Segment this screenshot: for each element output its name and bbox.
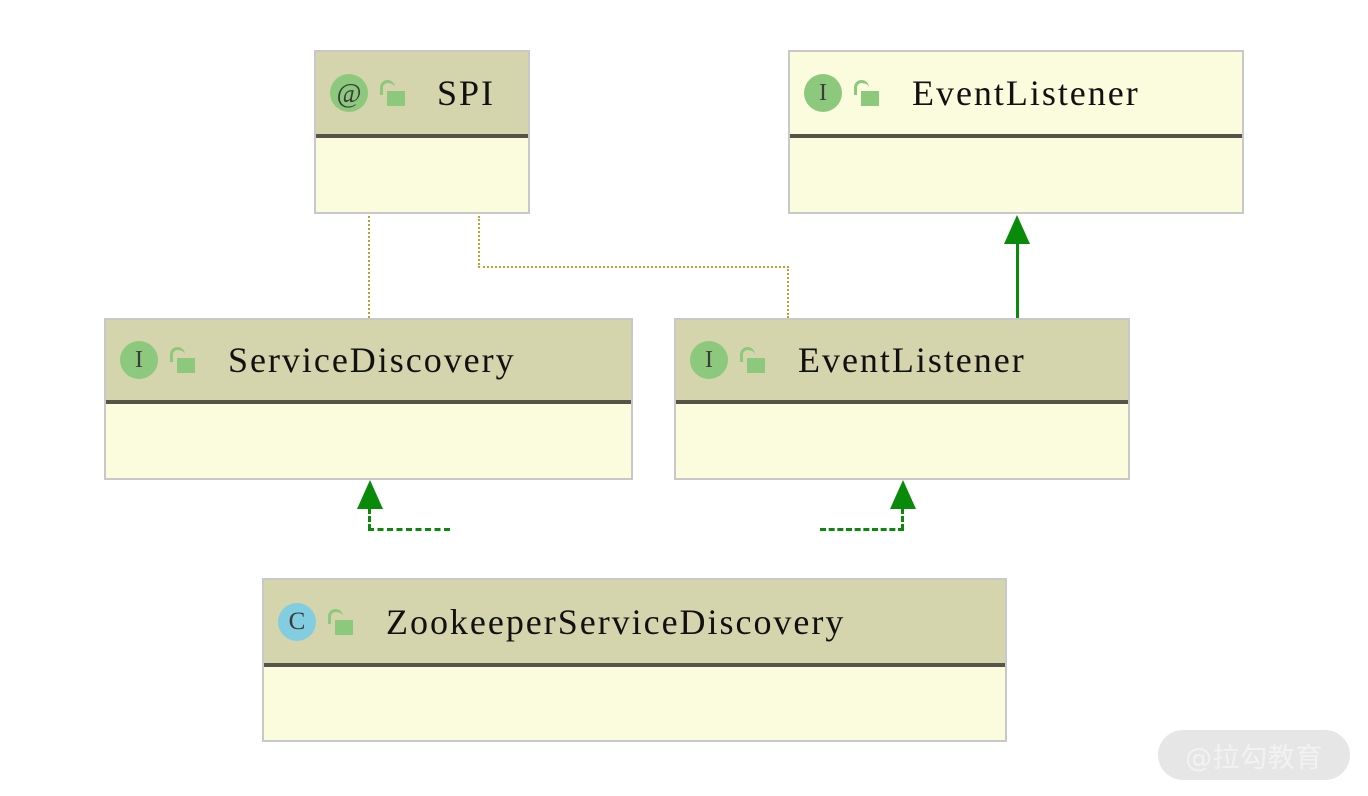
uml-node-service-discovery-title: ServiceDiscovery — [228, 340, 516, 380]
edge-zookeeper-to-service-discovery-segment-up2 — [368, 508, 371, 530]
edge-zookeeper-to-event-listener-arrowhead — [890, 480, 916, 509]
edge-spi-to-event-listener-segment-right — [478, 266, 789, 268]
uml-node-event-listener-mid-title: EventListener — [798, 340, 1026, 380]
interface-badge-icon: I — [690, 341, 728, 379]
watermark: @拉勾教育 — [1158, 730, 1350, 780]
edge-zookeeper-to-event-listener-segment-right — [820, 528, 904, 531]
edge-zookeeper-to-service-discovery-arrowhead — [357, 480, 383, 509]
uml-node-zookeeper-service-discovery-body — [264, 667, 1005, 740]
uml-node-spi-body — [316, 138, 528, 212]
edge-event-listener-generalization-arrowhead — [1004, 215, 1030, 244]
class-badge-icon: C — [278, 602, 316, 641]
uml-node-service-discovery-header: I ServiceDiscovery — [106, 320, 631, 404]
uml-node-zookeeper-service-discovery-title: ZookeeperServiceDiscovery — [386, 601, 846, 642]
edge-spi-to-event-listener-segment-down — [478, 216, 480, 268]
uml-node-zookeeper-service-discovery-header: C ZookeeperServiceDiscovery — [264, 580, 1005, 667]
uml-node-spi[interactable]: @ SPI — [314, 50, 530, 214]
edge-spi-to-event-listener-segment-down2 — [787, 266, 789, 318]
uml-node-event-listener-mid-body — [676, 404, 1128, 478]
edge-event-listener-generalization-line — [1016, 242, 1019, 318]
open-padlock-icon — [853, 80, 879, 106]
edge-spi-to-service-discovery — [368, 216, 370, 318]
uml-node-event-listener-top[interactable]: I EventListener — [788, 50, 1244, 214]
uml-node-spi-title: SPI — [437, 73, 495, 113]
open-padlock-icon — [379, 80, 405, 106]
interface-badge-icon: I — [804, 74, 842, 112]
uml-node-service-discovery-body — [106, 404, 631, 478]
uml-node-service-discovery[interactable]: I ServiceDiscovery — [104, 318, 633, 480]
edge-zookeeper-to-service-discovery-segment-left — [368, 528, 450, 531]
uml-node-event-listener-top-header: I EventListener — [790, 52, 1242, 138]
uml-node-event-listener-top-title: EventListener — [912, 73, 1140, 113]
edge-zookeeper-to-event-listener-segment-up2 — [901, 508, 904, 530]
uml-node-event-listener-mid[interactable]: I EventListener — [674, 318, 1130, 480]
open-padlock-icon — [169, 347, 195, 373]
interface-badge-icon: I — [120, 341, 158, 379]
uml-node-zookeeper-service-discovery[interactable]: C ZookeeperServiceDiscovery — [262, 578, 1007, 742]
open-padlock-icon — [327, 608, 353, 635]
uml-node-event-listener-top-body — [790, 138, 1242, 212]
open-padlock-icon — [739, 347, 765, 373]
annotation-badge-icon: @ — [330, 74, 368, 112]
uml-node-event-listener-mid-header: I EventListener — [676, 320, 1128, 404]
uml-node-spi-header: @ SPI — [316, 52, 528, 138]
